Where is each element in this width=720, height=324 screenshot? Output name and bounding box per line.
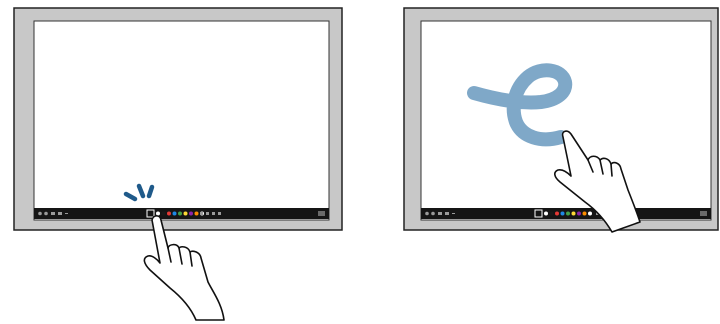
right-color-swatch-5[interactable] xyxy=(572,212,576,216)
right-color-swatch-3[interactable] xyxy=(561,212,565,216)
left-color-swatch-1[interactable] xyxy=(162,212,166,216)
left-screen xyxy=(34,21,329,220)
hand-pointer-icon xyxy=(144,216,224,320)
left-color-swatch-5[interactable] xyxy=(184,212,188,216)
right-color-swatch-2[interactable] xyxy=(555,212,559,216)
left-color-swatch-0[interactable] xyxy=(156,212,160,216)
left-color-swatch-7[interactable] xyxy=(195,212,199,216)
right-color-swatch-4[interactable] xyxy=(566,212,570,216)
left-display xyxy=(14,8,342,230)
left-color-swatch-6[interactable] xyxy=(189,212,193,216)
right-display xyxy=(404,8,718,230)
right-color-swatch-7[interactable] xyxy=(583,212,587,216)
right-screen xyxy=(421,21,711,220)
right-color-swatch-6[interactable] xyxy=(577,212,581,216)
right-color-swatch-0[interactable] xyxy=(544,212,548,216)
right-color-swatch-1[interactable] xyxy=(550,212,554,216)
left-color-swatch-3[interactable] xyxy=(173,212,177,216)
left-color-swatch-2[interactable] xyxy=(167,212,171,216)
right-color-swatch-8[interactable] xyxy=(588,212,592,216)
left-color-swatch-4[interactable] xyxy=(178,212,182,216)
